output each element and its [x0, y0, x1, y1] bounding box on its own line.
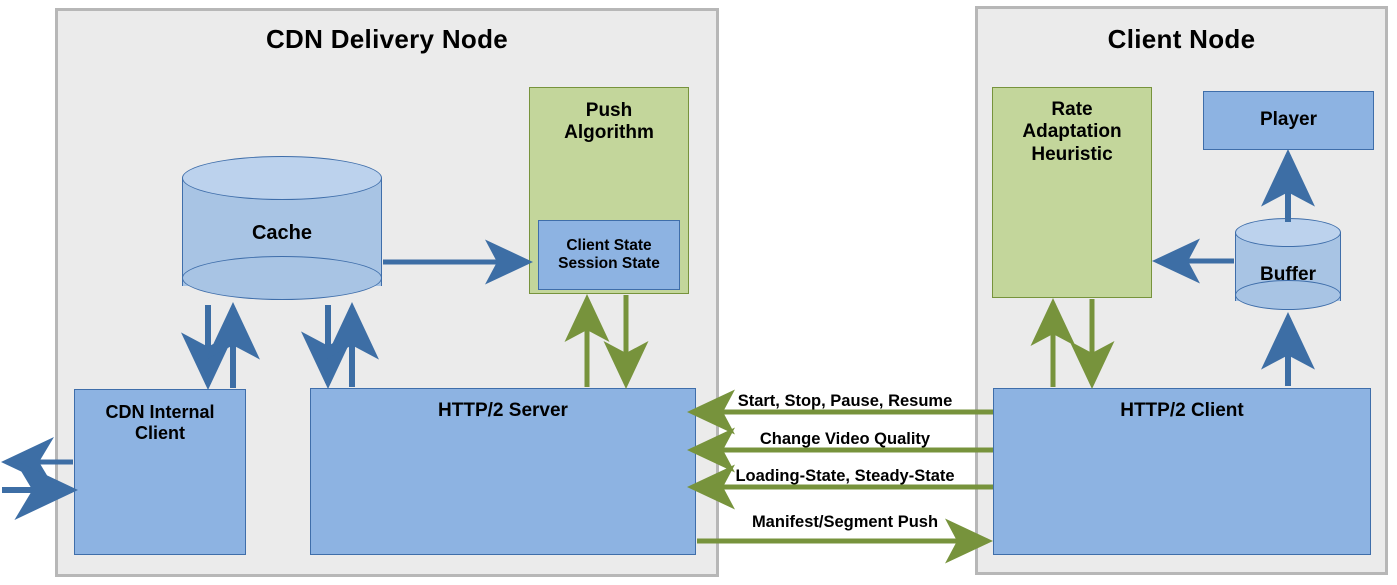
- http2-server-label: HTTP/2 Server: [438, 400, 568, 421]
- player-label: Player: [1259, 109, 1318, 131]
- cdn-delivery-node-title: CDN Delivery Node: [265, 24, 509, 54]
- cache-cylinder-bottom: [182, 256, 382, 300]
- client-node-title: Client Node: [1107, 24, 1256, 54]
- client-session-state-label: Client State Session State: [558, 236, 660, 272]
- cdn-internal-client-box: CDN Internal Client: [74, 389, 246, 555]
- cache-cylinder-top: [182, 156, 382, 200]
- cache-label: Cache: [251, 222, 313, 244]
- cache-cylinder: Cache: [182, 156, 382, 308]
- flow-label-loading-steady-state: Loading-State, Steady-State: [735, 467, 955, 485]
- rate-adaptation-heuristic-box: Rate Adaptation Heuristic: [992, 87, 1152, 298]
- http2-client-label: HTTP/2 Client: [1120, 400, 1244, 421]
- rate-adaptation-heuristic-label: Rate Adaptation Heuristic: [1022, 99, 1122, 165]
- buffer-cylinder: Buffer: [1235, 218, 1341, 315]
- http2-client-box: HTTP/2 Client: [993, 388, 1371, 555]
- client-session-state-box: Client State Session State: [538, 220, 680, 290]
- flow-label-manifest-segment-push: Manifest/Segment Push: [751, 513, 939, 531]
- push-algorithm-label: Push Algorithm: [564, 100, 654, 144]
- cdn-internal-client-label: CDN Internal Client: [105, 402, 215, 444]
- buffer-cylinder-top: [1235, 218, 1341, 247]
- flow-label-start-stop-pause-resume: Start, Stop, Pause, Resume: [737, 392, 953, 410]
- http2-server-box: HTTP/2 Server: [310, 388, 696, 555]
- buffer-label: Buffer: [1260, 264, 1316, 285]
- flow-label-change-video-quality: Change Video Quality: [759, 430, 931, 448]
- player-box: Player: [1203, 91, 1374, 150]
- buffer-cylinder-bottom: [1235, 280, 1341, 310]
